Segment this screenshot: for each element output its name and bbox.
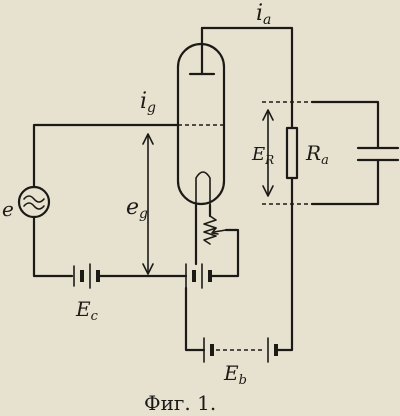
eg-arrowhead-down (142, 263, 154, 275)
cathode-return-wire (184, 286, 206, 352)
figure-caption: Фиг. 1. (144, 391, 216, 415)
label-ia: ia (256, 1, 271, 28)
label-er: ER (251, 144, 274, 167)
rheostat-wiper (213, 229, 227, 233)
output-wire-bottom (310, 158, 380, 206)
signal-source (17, 185, 51, 219)
label-eb: Eb (223, 361, 247, 388)
label-ra: Ra (305, 141, 329, 168)
rheostat (203, 215, 217, 245)
output-wire-top (310, 100, 380, 150)
eg-arrowhead-up (142, 133, 154, 145)
source-return-wire (32, 215, 74, 278)
grid-wire (32, 123, 180, 188)
label-ec: Ec (75, 297, 99, 324)
er-arrowhead-up (262, 109, 274, 121)
plate-wire (200, 26, 294, 130)
label-e: e (2, 197, 14, 221)
rheostat-wire (210, 228, 240, 278)
label-ig: ig (140, 89, 156, 116)
label-eg: eg (126, 195, 148, 222)
plate-return-wire (274, 176, 294, 352)
ac-symbol-icon (23, 195, 45, 210)
rheostat-arrowhead (211, 227, 219, 235)
load-resistor (285, 126, 299, 180)
tube-filament (195, 171, 211, 206)
er-arrowhead-down (262, 185, 274, 197)
